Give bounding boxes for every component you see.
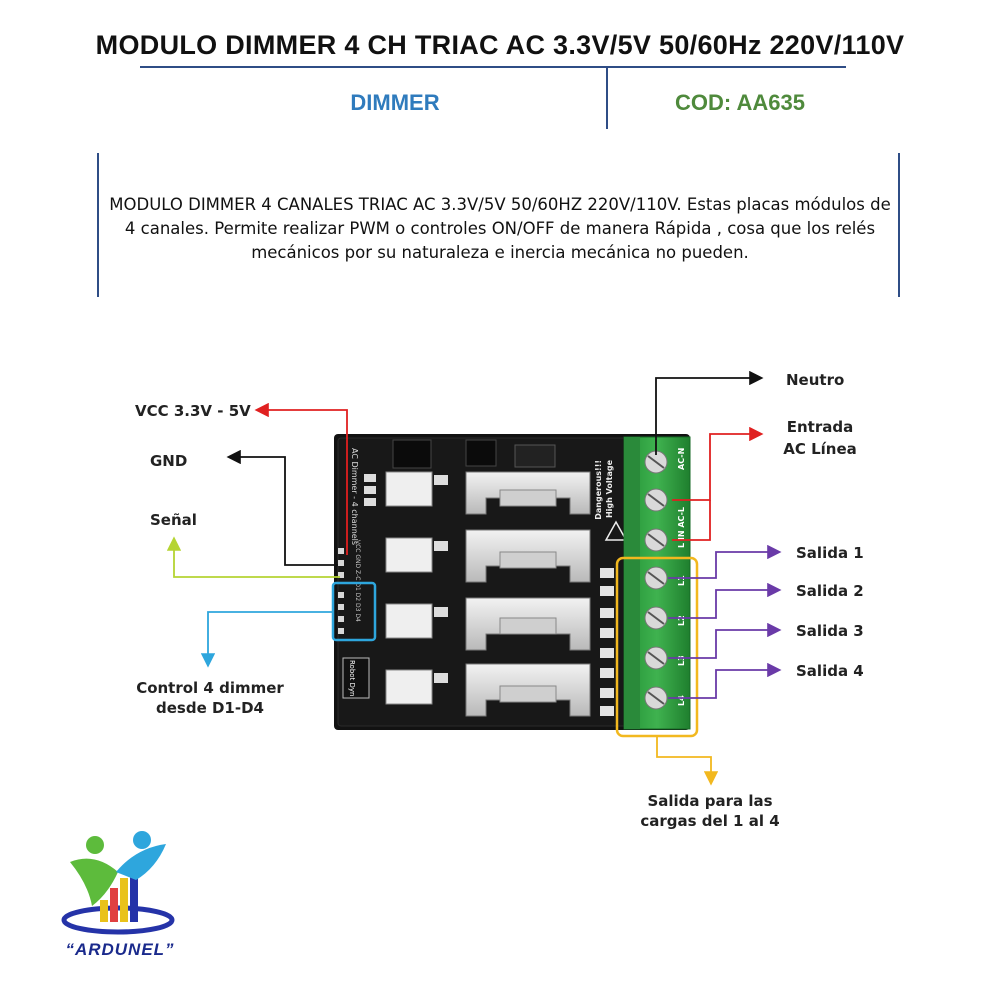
product-description: MODULO DIMMER 4 CANALES TRIAC AC 3.3V/5V…: [109, 195, 891, 262]
out2-arrow: [668, 582, 782, 619]
description-right-border: [898, 153, 900, 297]
title-underline: [140, 66, 846, 68]
ardunel-logo-text: “ARDUNEL”: [65, 940, 175, 959]
terminal-label-l1: L1: [677, 575, 686, 586]
product-code: COD: AA635: [675, 90, 805, 115]
control-arrow: [200, 611, 333, 668]
out4-label: Salida 4: [796, 662, 864, 680]
gnd-arrow: [226, 449, 338, 566]
channel-row-3: [385, 597, 591, 651]
outputs-highlight: [615, 556, 699, 738]
control-label-1: Control 4 dimmer: [136, 679, 284, 697]
terminal-label-l3: L3: [677, 655, 686, 666]
channel-row-1: [364, 471, 591, 515]
loads-label-1: Salida para las: [647, 792, 773, 810]
board-warning-1: Dangerous!!!: [594, 460, 603, 520]
terminal-output-labels: L1 L2 L3 L4: [677, 575, 686, 706]
out1-label: Salida 1: [796, 544, 864, 562]
out3-label: Salida 3: [796, 622, 864, 640]
resistor-column: [600, 568, 614, 716]
ac-in-label-2: AC Línea: [783, 440, 857, 458]
header-pins: [338, 548, 344, 634]
out1-arrow: [668, 544, 782, 579]
signal-label: Señal: [150, 511, 197, 529]
gnd-label: GND: [150, 452, 188, 470]
out2-label: Salida 2: [796, 582, 864, 600]
neutral-arrow: [655, 370, 764, 455]
out3-arrow: [668, 622, 782, 659]
vcc-label: VCC 3.3V - 5V: [135, 402, 251, 420]
loads-label-2: cargas del 1 al 4: [640, 812, 780, 830]
category-label: DIMMER: [350, 90, 440, 115]
ac-in-arrow-1: [672, 426, 764, 501]
channel-row-4: [385, 663, 591, 717]
terminal-label-l4: L4: [677, 695, 686, 706]
ac-in-arrow-2: [672, 500, 711, 541]
vcc-arrow: [254, 402, 348, 555]
warning-triangle-icon: [604, 520, 628, 541]
terminal-label-line-in: L IN AC-L: [677, 507, 686, 548]
out4-arrow: [668, 662, 782, 699]
board-silk-title: AC Dimmer - 4 channels: [350, 448, 359, 545]
brand-badge: [342, 657, 370, 699]
neutral-label: Neutro: [786, 371, 845, 389]
board-brand: Robot Dyn: [348, 660, 356, 697]
signal-arrow: [166, 536, 340, 578]
page-title: MODULO DIMMER 4 CH TRIAC AC 3.3V/5V 50/6…: [95, 30, 905, 60]
terminal-block: AC-N L IN AC-L: [623, 436, 691, 730]
ac-in-label-1: Entrada: [786, 418, 854, 436]
board-warning-2: High Voltage: [605, 459, 614, 518]
header-divider: [606, 67, 608, 129]
loads-arrow: [656, 737, 719, 786]
board-pin-labels: VCC GND Z-C D1 D2 D3 D4: [354, 540, 361, 622]
terminal-label-l2: L2: [677, 615, 686, 626]
ardunel-logo-graphic: [61, 831, 175, 935]
channel-row-2: [385, 529, 591, 583]
terminal-label-neutral: AC-N: [677, 448, 686, 470]
description-left-border: [97, 153, 99, 297]
control-label-2: desde D1-D4: [156, 699, 264, 717]
